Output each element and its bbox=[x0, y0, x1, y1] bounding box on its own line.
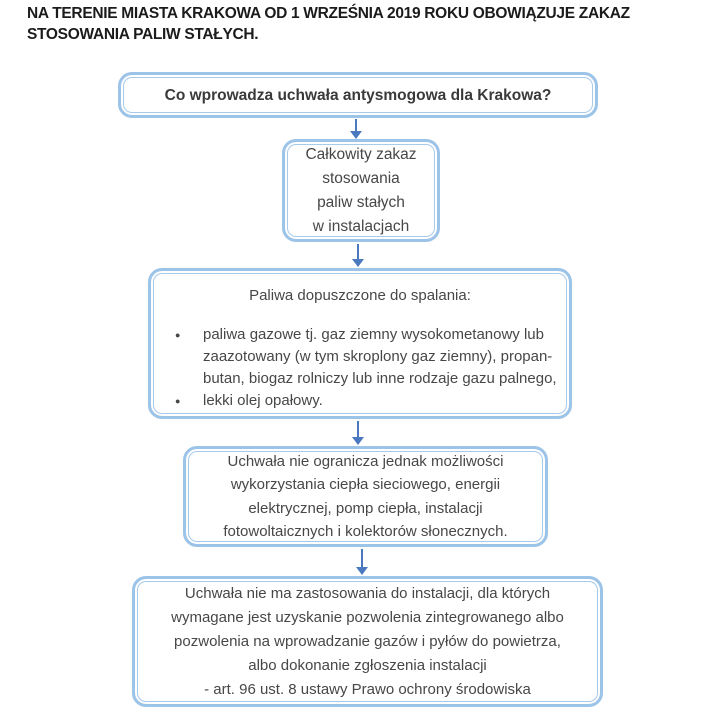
arrow-down-icon bbox=[352, 421, 364, 445]
total-ban-text: Całkowity zakaz stosowania paliw stałych… bbox=[305, 145, 417, 235]
arrow-head bbox=[352, 259, 364, 267]
arrow-down-icon bbox=[352, 244, 364, 267]
arrow-down-icon bbox=[356, 549, 368, 575]
bullet-icon: ● bbox=[175, 396, 181, 406]
page-title: NA TERENIE MIASTA KRAKOWA OD 1 WRZEŚNIA … bbox=[27, 5, 630, 43]
permit-exemptions-text: Uchwała nie ma zastosowania do instalacj… bbox=[171, 584, 564, 698]
arrow-head bbox=[350, 131, 362, 139]
flow-box-question: Co wprowadza uchwała antysmogowa dla Kra… bbox=[118, 72, 598, 118]
allowed-fuels-title: Paliwa dopuszczone do spalania: bbox=[249, 287, 471, 304]
flow-box-permit-exemptions: Uchwała nie ma zastosowania do instalacj… bbox=[132, 576, 603, 707]
arrow-head bbox=[356, 567, 368, 575]
heat-sources-text: Uchwała nie ogranicza jednak możliwości … bbox=[223, 452, 508, 541]
arrow-stem bbox=[357, 421, 359, 437]
question-text: Co wprowadza uchwała antysmogowa dla Kra… bbox=[164, 86, 552, 104]
list-item: ● paliwa gazowe tj. gaz ziemny wysokomet… bbox=[163, 324, 557, 390]
fuel-item-oil: lekki olej opałowy. bbox=[203, 392, 323, 409]
arrow-head bbox=[352, 437, 364, 445]
arrow-down-icon bbox=[350, 119, 362, 139]
flow-box-heat-sources: Uchwała nie ogranicza jednak możliwości … bbox=[183, 446, 548, 547]
flow-box-allowed-fuels: Paliwa dopuszczone do spalania: ● paliwa… bbox=[148, 268, 572, 419]
list-item: ● lekki olej opałowy. bbox=[163, 390, 557, 412]
arrow-stem bbox=[361, 549, 363, 567]
arrow-stem bbox=[357, 244, 359, 259]
flow-box-total-ban: Całkowity zakaz stosowania paliw stałych… bbox=[282, 139, 440, 242]
fuel-item-gas: paliwa gazowe tj. gaz ziemny wysokometan… bbox=[203, 326, 557, 387]
bullet-icon: ● bbox=[175, 330, 181, 340]
arrow-stem bbox=[355, 119, 357, 131]
